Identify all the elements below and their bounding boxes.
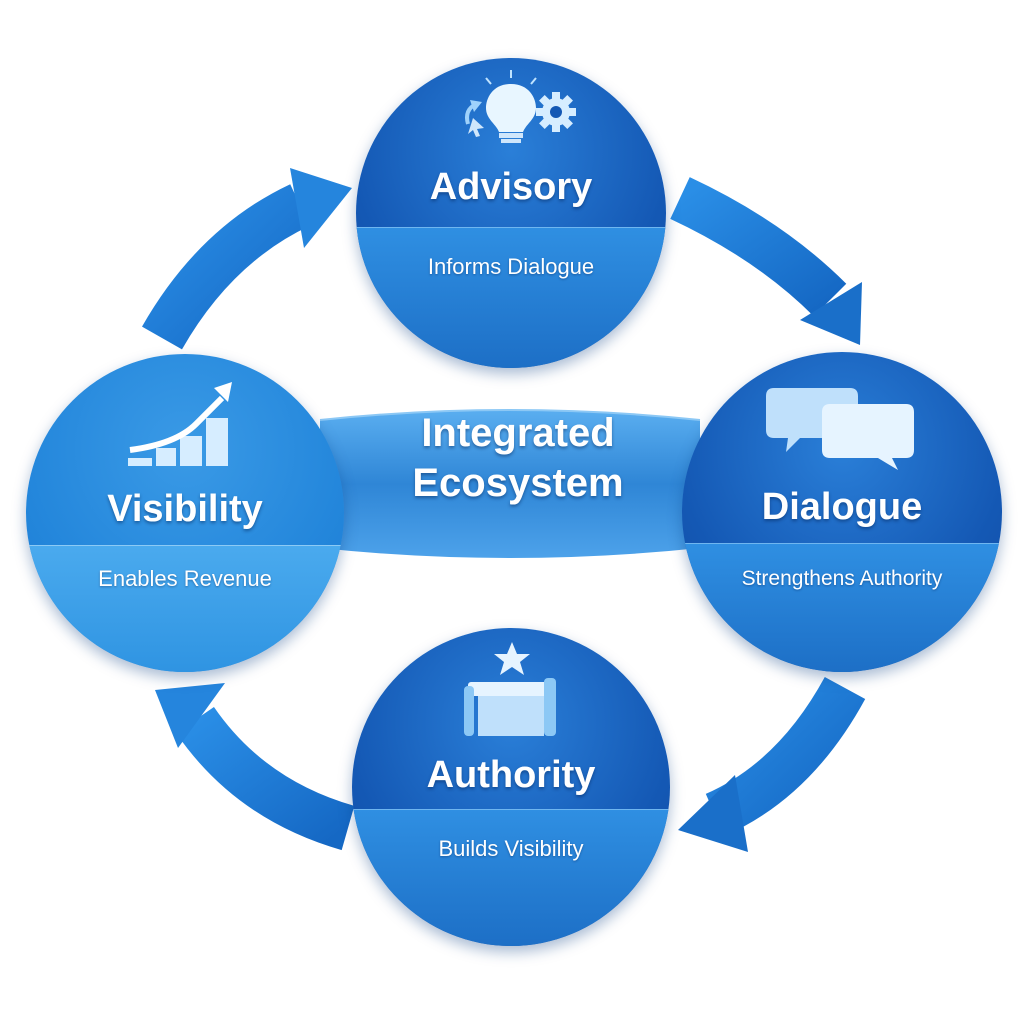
growth-chart-icon	[26, 374, 344, 474]
node-dialogue: Dialogue Strengthens Authority	[682, 352, 1002, 672]
arrow-advisory-to-dialogue	[670, 177, 862, 345]
speech-bubbles-icon	[682, 382, 1002, 472]
podium-star-icon	[352, 638, 670, 738]
node-authority: Authority Builds Visibility	[352, 628, 670, 946]
node-dialogue-band	[682, 543, 1002, 672]
lightbulb-gear-icon	[356, 66, 666, 146]
arrow-visibility-to-advisory	[142, 168, 352, 350]
node-authority-title: Authority	[426, 754, 596, 796]
center-label-line2: Ecosystem	[412, 461, 624, 505]
center-label: Integrated Ecosystem	[338, 408, 698, 508]
center-label-line1: Integrated	[421, 411, 615, 455]
node-visibility-band	[26, 545, 344, 672]
node-authority-band	[352, 809, 670, 946]
node-visibility-subtitle: Enables Revenue	[98, 566, 272, 591]
node-advisory: Advisory Informs Dialogue	[356, 58, 666, 368]
node-advisory-subtitle: Informs Dialogue	[427, 254, 595, 279]
node-advisory-band	[356, 227, 666, 368]
arrow-dialogue-to-authority	[678, 676, 866, 852]
node-dialogue-subtitle: Strengthens Authority	[741, 567, 943, 590]
node-visibility-title: Visibility	[107, 488, 263, 530]
node-visibility: Visibility Enables Revenue	[26, 354, 344, 672]
node-authority-subtitle: Builds Visibility	[438, 836, 584, 861]
center-banner	[319, 409, 701, 558]
node-advisory-title: Advisory	[429, 166, 593, 208]
node-dialogue-title: Dialogue	[761, 486, 923, 528]
arrow-authority-to-visibility	[155, 683, 355, 851]
